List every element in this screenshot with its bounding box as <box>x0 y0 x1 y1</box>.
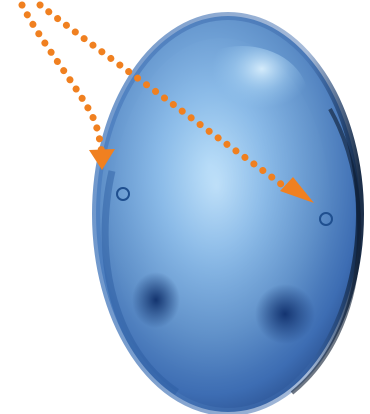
left-shadow <box>132 272 180 328</box>
left-dotted-line <box>22 5 102 156</box>
right-shadow <box>255 284 315 344</box>
